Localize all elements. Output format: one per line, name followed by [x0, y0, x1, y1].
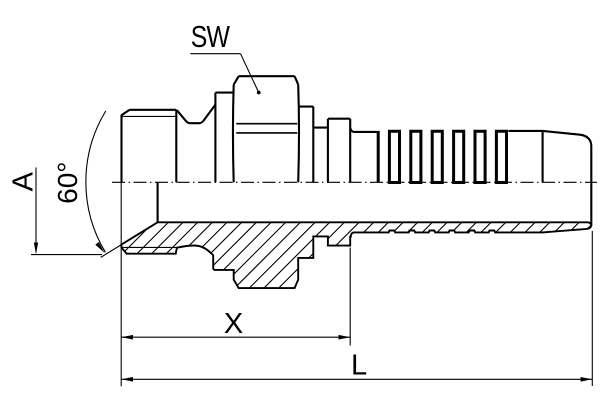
svg-text:L: L — [351, 350, 367, 382]
svg-text:SW: SW — [191, 19, 231, 53]
svg-text:A: A — [8, 171, 40, 191]
svg-text:60°: 60° — [52, 162, 83, 204]
svg-text:X: X — [224, 308, 243, 340]
